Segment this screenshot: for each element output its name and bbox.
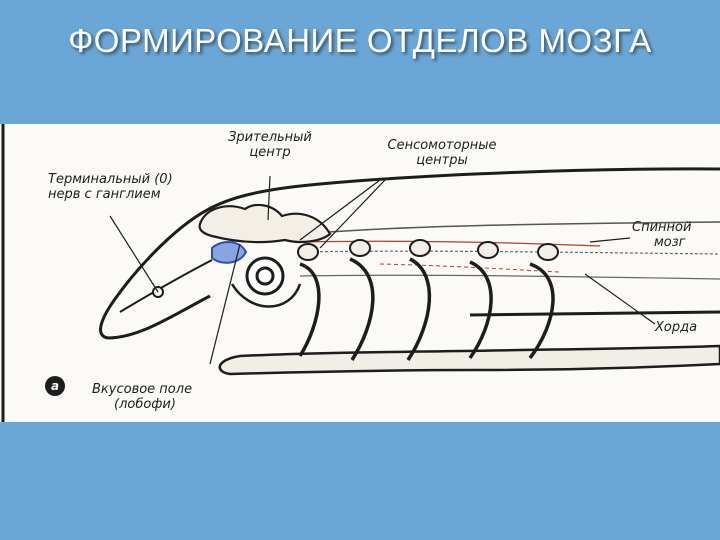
label-terminal-nerve-line1: Терминальный (0) xyxy=(48,172,173,187)
label-terminal-nerve-line2: нерв с ганглием xyxy=(48,187,161,202)
terminal-nerve-strand xyxy=(119,259,213,313)
arch-5 xyxy=(528,262,555,360)
arch-2 xyxy=(349,257,375,361)
label-visual-center-line1: Зрительный xyxy=(228,130,312,145)
pointer-sensorimotor-2 xyxy=(319,179,386,249)
node-5 xyxy=(537,243,559,261)
slide-title: ФОРМИРОВАНИЕ ОТДЕЛОВ МОЗГА xyxy=(68,22,652,59)
eye-inner xyxy=(255,266,275,286)
spinal-cord-line xyxy=(299,240,601,247)
segment-nodes xyxy=(297,239,559,261)
pointer-chorda xyxy=(584,273,656,325)
label-spinal-cord: Спинной мозг xyxy=(632,220,691,250)
brain-lobe xyxy=(198,203,332,244)
label-sensorimotor-line1: Сенсомоторные xyxy=(387,138,497,153)
arch-4 xyxy=(468,260,493,360)
arch-1 xyxy=(298,262,321,357)
trunk-band-upper xyxy=(299,221,720,235)
label-sensorimotor-centers: Сенсомоторные центры xyxy=(362,138,522,168)
arch-3 xyxy=(406,257,432,361)
pointer-spinal-cord xyxy=(589,237,631,243)
body-outline xyxy=(99,167,720,340)
label-spinal-cord-line2: мозг xyxy=(654,235,686,250)
node-4 xyxy=(477,241,499,259)
node-2 xyxy=(349,239,371,257)
taste-region-blue xyxy=(211,241,248,264)
segment-arches xyxy=(298,257,555,361)
label-taste-field-line1: Вкусовое поле xyxy=(92,382,193,397)
label-terminal-nerve: Терминальный (0) нерв с ганглием xyxy=(48,172,173,202)
node-3 xyxy=(409,239,431,257)
lower-body xyxy=(218,344,720,376)
label-sensorimotor-line2: центры xyxy=(416,153,468,168)
panel-letter-badge: а xyxy=(45,376,65,396)
node-1 xyxy=(297,243,319,261)
label-taste-field-line2: (лобофи) xyxy=(114,397,176,412)
label-visual-center-line2: центр xyxy=(249,145,291,160)
label-taste-field: Вкусовое поле (лобофи) xyxy=(92,382,192,412)
label-visual-center: Зрительный центр xyxy=(215,130,325,160)
brain-diagram-drawing xyxy=(1,124,720,422)
pointer-taste-field xyxy=(209,243,241,365)
trunk-band-low xyxy=(299,274,720,280)
label-spinal-cord-line1: Спинной xyxy=(632,220,692,235)
pointer-terminal-nerve xyxy=(109,215,159,293)
brain-diagram-figure: Терминальный (0) нерв с ганглием Зритель… xyxy=(0,124,720,422)
label-chorda: Хорда xyxy=(655,320,698,335)
mouth-curve xyxy=(230,283,302,308)
pointer-sensorimotor-1 xyxy=(299,179,381,241)
pointer-visual-center xyxy=(267,175,271,221)
